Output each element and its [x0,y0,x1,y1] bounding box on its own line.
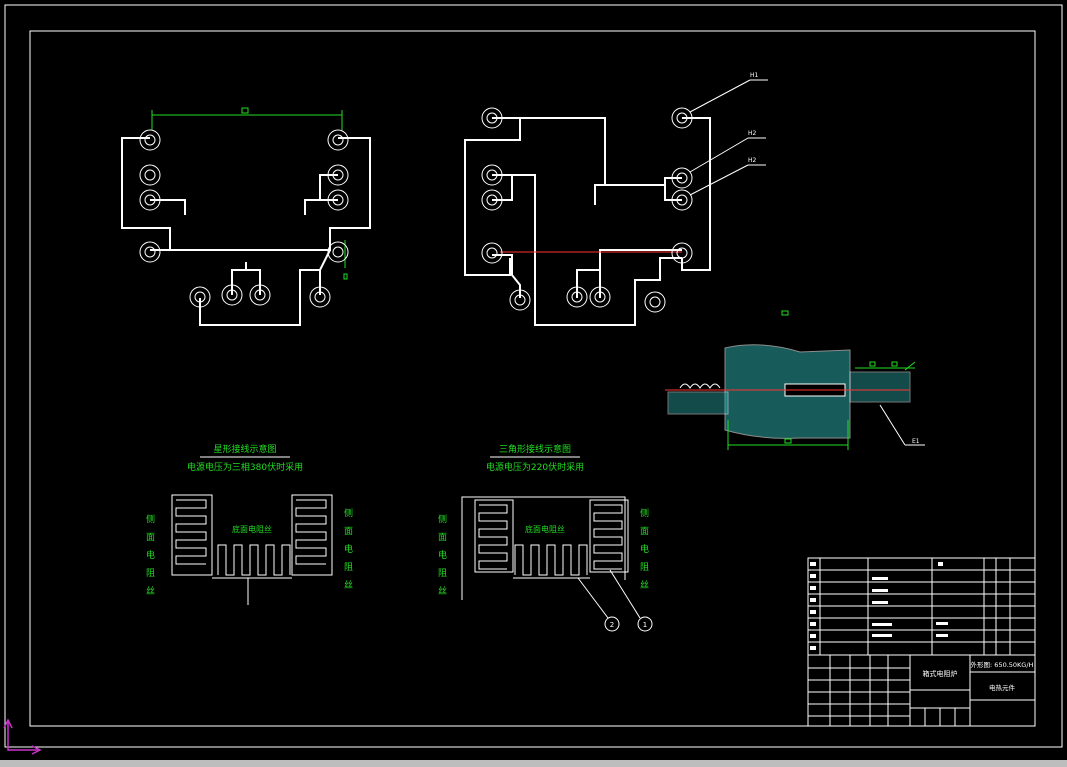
delta-bottom-heater-label: 底面电阻丝 [525,524,565,534]
svg-text:侧: 侧 [640,507,649,519]
delta-side-label-right: 侧 面 电 阻 丝 [640,507,649,591]
svg-text:侧: 侧 [344,507,353,519]
svg-text:阻: 阻 [146,568,155,579]
leader-h2a: H2 [748,130,757,137]
svg-text:丝: 丝 [640,579,649,591]
leader-e1: E1 [912,438,920,445]
svg-text:面: 面 [438,532,447,543]
star-caption-title: 星形接线示意图 [213,443,276,455]
delta-caption-title: 三角形接线示意图 [499,443,571,455]
delta-side-label-left: 侧 面 电 阻 丝 [438,513,447,597]
star-caption-sub: 电源电压为三相380伏时采用 [187,461,303,473]
star-schematic: 星形接线示意图 电源电压为三相380伏时采用 底面电阻丝 侧 面 电 阻 丝 侧… [146,443,353,605]
inner-frame [29,30,1036,727]
balloon-1 [637,616,653,632]
ucs-axis-icon [3,718,42,755]
svg-text:面: 面 [146,532,155,543]
svg-text:丝: 丝 [344,579,353,591]
leader-h1: H1 [750,72,759,79]
svg-text:阻: 阻 [438,568,447,579]
svg-text:面: 面 [344,526,353,537]
svg-text:阻: 阻 [640,562,649,573]
star-side-label-left: 侧 面 电 阻 丝 [146,513,155,597]
delta-schematic: 三角形接线示意图 电源电压为220伏时采用 底面电阻丝 2 1 侧 面 电 阻 … [438,443,653,632]
star-bottom-heater-label: 底面电阻丝 [232,524,272,534]
title-spec: 外形图: 650.50KG/H [971,660,1034,669]
svg-text:电: 电 [344,543,353,555]
status-strip [0,760,1067,767]
balloon-2 [604,616,620,632]
delta-wiring-plan: H1 H2 H2 [464,72,768,326]
star-wiring-plan [121,107,371,326]
svg-text:面: 面 [640,526,649,537]
svg-text:侧: 侧 [146,513,155,525]
leader-h2b: H2 [748,157,757,164]
title-drawing-name: 电热元件 [989,683,1016,692]
svg-text:侧: 侧 [438,513,447,525]
terminal-section-detail: E1 [665,310,925,450]
delta-caption-sub: 电源电压为220伏时采用 [486,461,584,473]
svg-text:电: 电 [146,549,155,561]
svg-text:丝: 丝 [146,585,155,597]
title-block: 箱式电阻炉 外形图: 650.50KG/H 电热元件 [807,557,1036,727]
title-part-name: 箱式电阻炉 [923,669,958,678]
svg-text:1: 1 [643,621,647,629]
svg-text:2: 2 [610,621,614,629]
star-side-label-right: 侧 面 电 阻 丝 [344,507,353,591]
svg-text:电: 电 [640,543,649,555]
svg-text:丝: 丝 [438,585,447,597]
outer-frame [4,4,1063,748]
svg-text:阻: 阻 [344,562,353,573]
svg-text:电: 电 [438,549,447,561]
